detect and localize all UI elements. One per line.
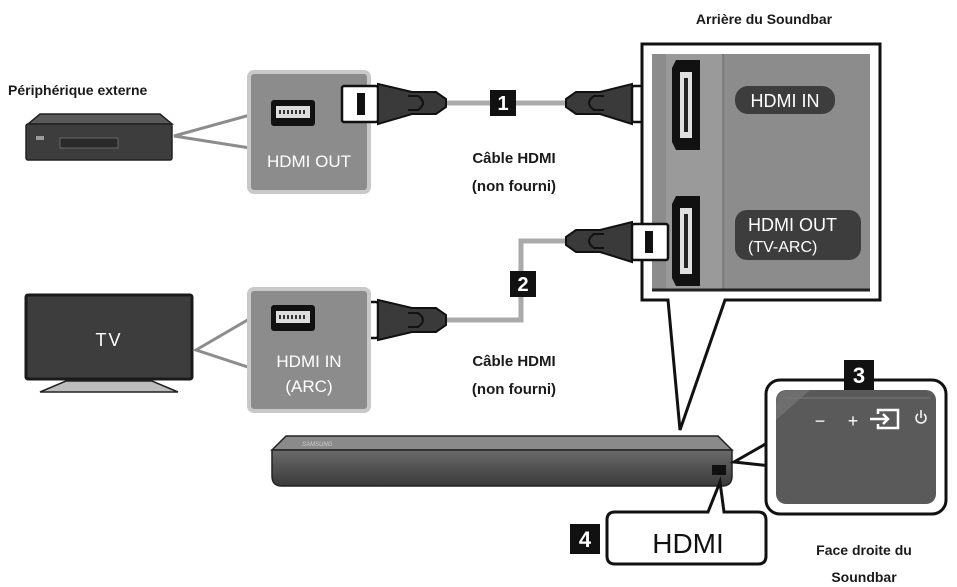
external-device-icon: [25, 113, 175, 161]
volume-up-button: +: [848, 411, 859, 431]
soundbar-hdmi-out-label-line1: HDMI OUT: [748, 215, 837, 235]
soundbar-brand-logo: SAMSUNG: [302, 442, 333, 448]
power-icon: [915, 410, 927, 424]
soundbar-side-panel: − +: [764, 378, 948, 516]
cable-2-label-line2: (non fourni): [472, 381, 556, 398]
device-callout-pointer: [173, 113, 252, 150]
volume-down-button: −: [815, 411, 826, 431]
soundbar-back-panel: HDMI IN HDMI OUT (TV-ARC): [640, 42, 882, 431]
tv-icon: TV: [24, 293, 194, 393]
step-2-badge: 2: [510, 271, 536, 297]
step-3-badge: 3: [844, 360, 874, 390]
soundbar-hdmi-in-label: HDMI IN: [751, 91, 820, 111]
tv-hdmi-in-label-line2: (ARC): [285, 377, 332, 396]
cable-1-label-line2: (non fourni): [472, 178, 556, 195]
soundbar-body: SAMSUNG: [270, 435, 734, 487]
soundbar-right-side-label-line1: Face droite du: [816, 542, 912, 558]
tv-label: TV: [95, 330, 122, 350]
step-1-badge: 1: [490, 90, 516, 116]
soundbar-back-label: Arrière du Soundbar: [696, 11, 833, 27]
tv-hdmi-in-panel: HDMI IN (ARC): [247, 287, 371, 413]
tv-hdmi-in-label-line1: HDMI IN: [276, 352, 341, 371]
device-hdmi-out-label: HDMI OUT: [267, 152, 351, 171]
step-3-number: 3: [853, 363, 865, 388]
step-4-number: 4: [579, 527, 592, 552]
external-device-label: Périphérique externe: [8, 82, 147, 98]
hdmi-cable-2: [340, 220, 670, 342]
step-2-number: 2: [517, 274, 528, 296]
device-hdmi-out-panel: HDMI OUT: [247, 70, 371, 194]
hdmi-display-callout: HDMI: [605, 476, 768, 566]
source-input-icon: [870, 408, 900, 430]
step-1-number: 1: [497, 93, 508, 115]
soundbar-right-side-label-line2: Soundbar: [831, 569, 897, 585]
cable-2-label-line1: Câble HDMI: [472, 353, 555, 370]
tv-callout-pointer: [192, 315, 253, 371]
step-4-badge: 4: [570, 524, 600, 554]
cable-1-label-line1: Câble HDMI: [472, 150, 555, 167]
hdmi-display-text: HDMI: [652, 528, 724, 559]
soundbar-hdmi-out-label-line2: (TV-ARC): [748, 239, 817, 256]
